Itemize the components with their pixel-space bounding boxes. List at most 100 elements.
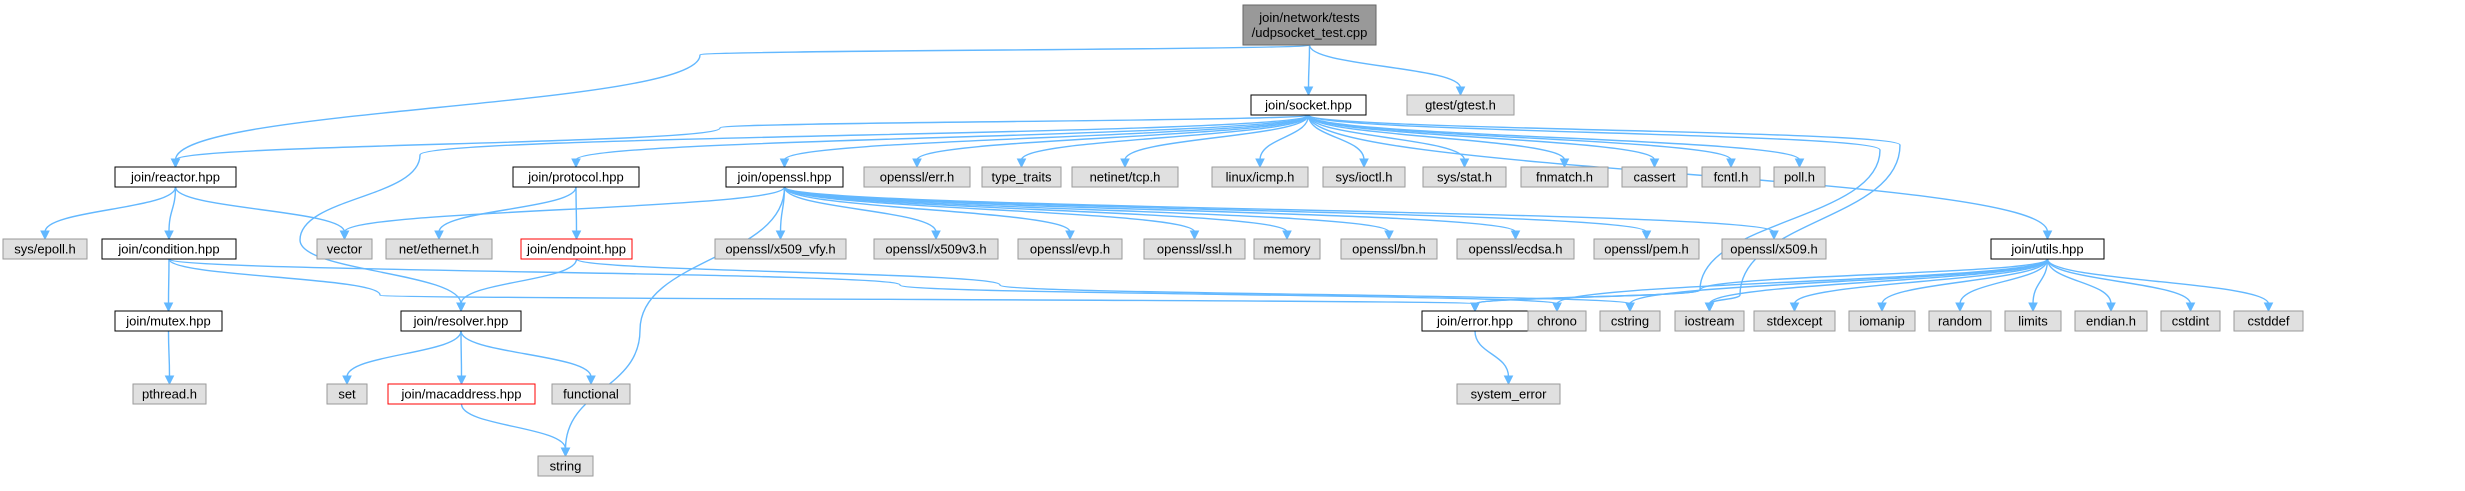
node-box <box>101 238 237 260</box>
node-limits: limits <box>2004 310 2062 332</box>
node-tcp: netinet/tcp.h <box>1071 166 1179 188</box>
edge-error-to-systemerror <box>1474 330 1510 378</box>
node-pthread: pthread.h <box>132 383 207 405</box>
node-label: endian.h <box>2086 314 2136 329</box>
edge-reactor-to-condition <box>168 186 177 233</box>
node-pem: openssl/pem.h <box>1593 238 1700 260</box>
node-box <box>326 383 368 405</box>
edge-arrowhead <box>1016 158 1027 169</box>
node-condition[interactable]: join/condition.hpp <box>101 238 237 260</box>
edge-arrowhead <box>1455 86 1466 97</box>
node-box <box>1250 94 1367 116</box>
node-label: pthread.h <box>142 387 197 402</box>
edge-socket-to-icmp <box>1259 114 1310 161</box>
edge-arrowhead <box>456 302 466 313</box>
node-box <box>2233 310 2304 332</box>
node-resolver[interactable]: join/resolver.hpp <box>400 310 522 332</box>
edge-arrowhead <box>1769 230 1779 241</box>
edge-arrowhead <box>586 375 596 386</box>
node-endpoint[interactable]: join/endpoint.hpp <box>520 238 633 260</box>
edge-utils-to-cstring <box>1629 258 2049 305</box>
node-label: openssl/x509v3.h <box>885 242 986 257</box>
node-label: sys/epoll.h <box>14 242 75 257</box>
node-box <box>114 310 223 332</box>
node-label: sys/stat.h <box>1437 170 1492 185</box>
edge-socket-to-cassert <box>1307 114 1656 161</box>
edge-socket-to-tcp <box>1124 114 1310 161</box>
node-label: openssl/evp.h <box>1030 242 1110 257</box>
node-mutex[interactable]: join/mutex.hpp <box>114 310 223 332</box>
edge-arrowhead <box>1625 302 1635 313</box>
edge-arrowhead <box>1704 302 1715 313</box>
edge-socket-to-poll <box>1307 114 1801 161</box>
node-cstddef: cstddef <box>2233 310 2304 332</box>
edge-utils-to-stdexcept <box>1793 258 2049 305</box>
edge-socket-to-fnmatch <box>1307 114 1566 161</box>
edge-arrowhead <box>163 302 174 313</box>
edge-utils-to-limits <box>2032 258 2049 305</box>
node-random: random <box>1928 310 1992 332</box>
node-protocol[interactable]: join/protocol.hpp <box>512 166 640 188</box>
node-box <box>1621 166 1688 188</box>
edge-arrowhead <box>1559 158 1570 169</box>
edge-arrowhead <box>1459 158 1470 169</box>
edge-socket-to-openssl <box>783 114 1310 161</box>
node-cstdint: cstdint <box>2160 310 2221 332</box>
node-label: sys/ioctl.h <box>1335 170 1392 185</box>
edge-arrowhead <box>931 230 941 241</box>
edge-openssl-to-x509 <box>783 186 1775 233</box>
node-label: poll.h <box>1784 170 1815 185</box>
node-label: openssl/ssl.h <box>1157 242 1232 257</box>
node-label: join/socket.hpp <box>1264 98 1352 113</box>
node-label: cstring <box>1611 314 1649 329</box>
node-box <box>1242 4 1377 46</box>
node-gtest: gtest/gtest.h <box>1406 94 1515 116</box>
edge-socket-to-typetraits <box>1020 114 1310 161</box>
edge-arrowhead <box>342 375 352 386</box>
node-label: cstddef <box>2248 314 2290 329</box>
node-label: gtest/gtest.h <box>1425 98 1496 113</box>
edge-arrowhead <box>1189 230 1200 241</box>
node-box <box>1599 310 1661 332</box>
edge-openssl-to-evp <box>783 186 1071 233</box>
node-root[interactable]: join/network/tests/udpsocket_test.cpp <box>1242 4 1377 46</box>
edge-arrowhead <box>1726 158 1736 169</box>
node-macaddress[interactable]: join/macaddress.hpp <box>387 383 536 405</box>
node-label: join/resolver.hpp <box>413 314 509 329</box>
edge-socket-to-resolver <box>299 114 1310 305</box>
edge-arrowhead <box>1384 230 1394 241</box>
node-ecdsa: openssl/ecdsa.h <box>1456 238 1575 260</box>
node-box <box>1456 238 1575 260</box>
node-label: chrono <box>1537 314 1577 329</box>
node-error[interactable]: join/error.hpp <box>1421 310 1529 332</box>
node-label: join/condition.hpp <box>117 242 219 257</box>
edge-socket-to-ioctl <box>1307 114 1365 161</box>
node-openssl[interactable]: join/openssl.hpp <box>725 166 844 188</box>
node-box <box>2 238 88 260</box>
node-label: join/utils.hpp <box>2010 242 2083 257</box>
node-functional: functional <box>551 383 631 405</box>
edge-resolver-to-functional <box>460 330 592 378</box>
edge-arrowhead <box>1649 158 1660 169</box>
edge-socket-to-opensslerr <box>916 114 1310 161</box>
edge-utils-to-cstddef <box>2046 258 2270 305</box>
edge-arrowhead <box>164 230 174 241</box>
node-cstring: cstring <box>1599 310 1661 332</box>
node-utils[interactable]: join/utils.hpp <box>1990 238 2105 260</box>
node-box <box>1253 238 1321 260</box>
edge-arrowhead <box>2042 230 2053 241</box>
node-set: set <box>326 383 368 405</box>
edge-utils-to-iomanip <box>1881 258 2049 305</box>
node-socket[interactable]: join/socket.hpp <box>1250 94 1367 116</box>
edge-arrowhead <box>1877 302 1887 313</box>
node-label: /udpsocket_test.cpp <box>1252 25 1368 40</box>
node-reactor[interactable]: join/reactor.hpp <box>114 166 237 188</box>
node-box <box>132 383 207 405</box>
edge-resolver-to-set <box>346 330 462 378</box>
edge-root-to-gtest <box>1308 44 1462 89</box>
node-box <box>873 238 999 260</box>
edge-socket-to-protocol <box>575 114 1310 161</box>
node-box <box>1456 383 1561 405</box>
node-box <box>537 455 594 477</box>
